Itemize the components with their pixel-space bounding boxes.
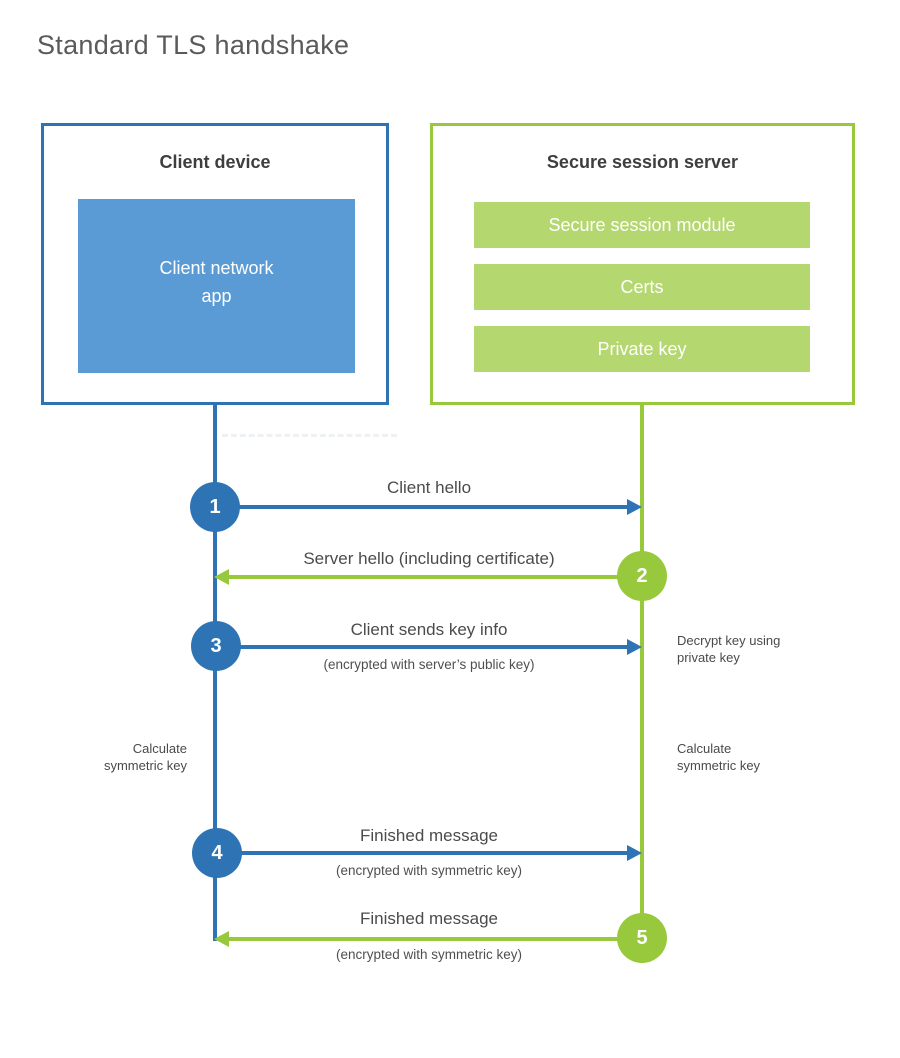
- server-module-secure-session: Secure session module: [474, 202, 810, 248]
- arrowhead-left-icon: [214, 569, 229, 585]
- message-sublabel-4: (encrypted with symmetric key): [335, 863, 523, 878]
- server-title: Secure session server: [546, 152, 739, 172]
- client-device-box: Client device Client network app: [41, 123, 389, 405]
- annotation-calc-symmetric-left: Calculate symmetric key: [103, 741, 187, 773]
- message-label-5: Finished message: [360, 909, 498, 928]
- message-label-3: Client sends key info: [350, 620, 508, 639]
- message-label-4: Finished message: [360, 826, 498, 845]
- server-lifeline: [640, 403, 644, 963]
- client-device-title: Client device: [159, 152, 271, 172]
- diagram-title: Standard TLS handshake: [37, 30, 350, 60]
- message-arrow-2: [228, 575, 642, 579]
- message-sublabel-5: (encrypted with symmetric key): [335, 947, 523, 962]
- step-circle-2: 2: [617, 551, 667, 601]
- message-label-1: Client hello: [386, 478, 472, 497]
- arrowhead-left-icon: [214, 931, 229, 947]
- message-label-2: Server hello (including certificate): [303, 549, 555, 568]
- message-arrow-1: [218, 505, 629, 509]
- step-circle-1: 1: [190, 482, 240, 532]
- message-arrow-4: [218, 851, 629, 855]
- arrowhead-right-icon: [627, 845, 642, 861]
- arrowhead-right-icon: [627, 639, 642, 655]
- message-arrow-5: [228, 937, 642, 941]
- step-circle-5: 5: [617, 913, 667, 963]
- server-module-certs: Certs: [474, 264, 810, 310]
- step-circle-4: 4: [192, 828, 242, 878]
- server-module-private-key: Private key: [474, 326, 810, 372]
- client-network-app-box: Client network app: [78, 199, 355, 373]
- message-arrow-3: [218, 645, 629, 649]
- client-lifeline: [213, 403, 217, 941]
- secure-session-server-box: Secure session server Secure session mod…: [430, 123, 855, 405]
- annotation-calc-symmetric-right: Calculate symmetric key: [677, 741, 761, 773]
- step-circle-3: 3: [191, 621, 241, 671]
- arrowhead-right-icon: [627, 499, 642, 515]
- faint-dashed-line: [222, 434, 397, 437]
- message-sublabel-3: (encrypted with server’s public key): [323, 657, 535, 672]
- annotation-decrypt-key: Decrypt key using private key: [677, 633, 781, 665]
